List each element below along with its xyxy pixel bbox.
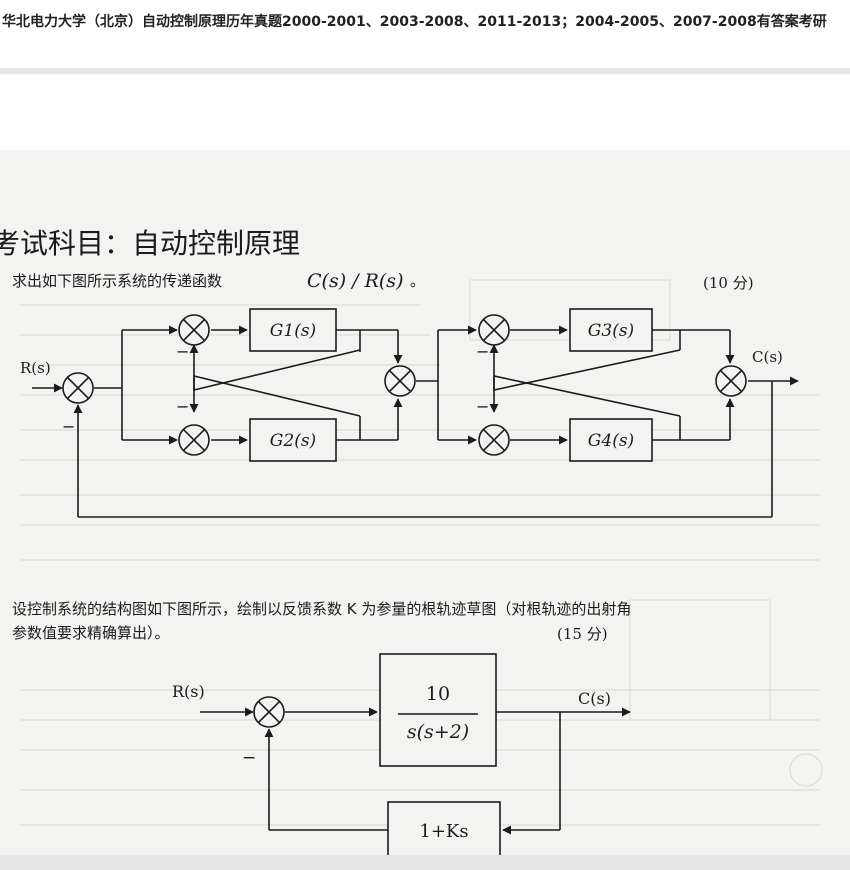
document-title: 华北电力大学（北京）自动控制原理历年真题2000-2001、2003-2008、… bbox=[2, 14, 827, 30]
block-g1 bbox=[249, 308, 337, 352]
q1-score: (10 分) bbox=[703, 274, 754, 292]
d1-output-label: C(s) bbox=[752, 348, 783, 366]
feedback-label: 1+Ks bbox=[419, 821, 468, 842]
d1-minus-sign: − bbox=[476, 342, 489, 361]
block-diagram-2 bbox=[200, 653, 631, 855]
d1-minus-sign: − bbox=[176, 342, 189, 361]
d1-input-label: R(s) bbox=[20, 359, 51, 377]
q1-period: 。 bbox=[410, 272, 425, 290]
d1-minus-sign: − bbox=[176, 397, 189, 416]
d1-minus-sign: − bbox=[62, 417, 75, 436]
summing-junction-s4 bbox=[478, 314, 510, 346]
block-g2 bbox=[249, 418, 337, 462]
summing-junction-d2 bbox=[253, 696, 285, 728]
d2-input-label: R(s) bbox=[172, 682, 205, 701]
summing-junction-s0 bbox=[62, 372, 94, 404]
block-g4 bbox=[569, 418, 653, 462]
block-g2-label: G2(s) bbox=[270, 431, 316, 451]
summing-junction-s5 bbox=[478, 424, 510, 456]
q2-score: (15 分) bbox=[557, 625, 608, 643]
summing-junction-s6 bbox=[715, 365, 747, 397]
summing-junction-s1 bbox=[178, 314, 210, 346]
forward-numerator: 10 bbox=[426, 683, 450, 705]
summing-junction-s2 bbox=[178, 424, 210, 456]
bottom-bar bbox=[0, 855, 850, 870]
q1-formula: C(s) / R(s) bbox=[307, 270, 403, 292]
block-g4-label: G4(s) bbox=[588, 431, 634, 451]
subject-heading: 考试科目：自动控制原理 bbox=[0, 227, 300, 260]
title-divider bbox=[0, 68, 850, 74]
block-diagram-1 bbox=[32, 308, 799, 518]
feedback-block bbox=[387, 801, 501, 855]
block-g3 bbox=[569, 308, 653, 352]
scanned-exam-page: 考试科目：自动控制原理 求出如下图所示系统的传递函数 C(s) / R(s) 。… bbox=[0, 150, 850, 855]
d2-output-label: C(s) bbox=[578, 689, 611, 708]
d2-minus-sign: − bbox=[242, 748, 256, 768]
d1-minus-sign: − bbox=[476, 397, 489, 416]
q2-line2: 参数值要求精确算出）。 bbox=[12, 624, 170, 642]
q1-prompt: 求出如下图所示系统的传递函数 bbox=[12, 272, 222, 290]
exam-scan-svg: 考试科目：自动控制原理 求出如下图所示系统的传递函数 C(s) / R(s) 。… bbox=[0, 227, 823, 855]
block-g1-label: G1(s) bbox=[270, 321, 316, 341]
summing-junction-s3 bbox=[384, 365, 416, 397]
block-g3-label: G3(s) bbox=[588, 321, 634, 341]
forward-block bbox=[379, 653, 497, 767]
q2-line1: 设控制系统的结构图如下图所示，绘制以反馈系数 K 为参量的根轨迹草图（对根轨迹的… bbox=[12, 600, 631, 618]
forward-denominator: s(s+2) bbox=[407, 721, 469, 743]
